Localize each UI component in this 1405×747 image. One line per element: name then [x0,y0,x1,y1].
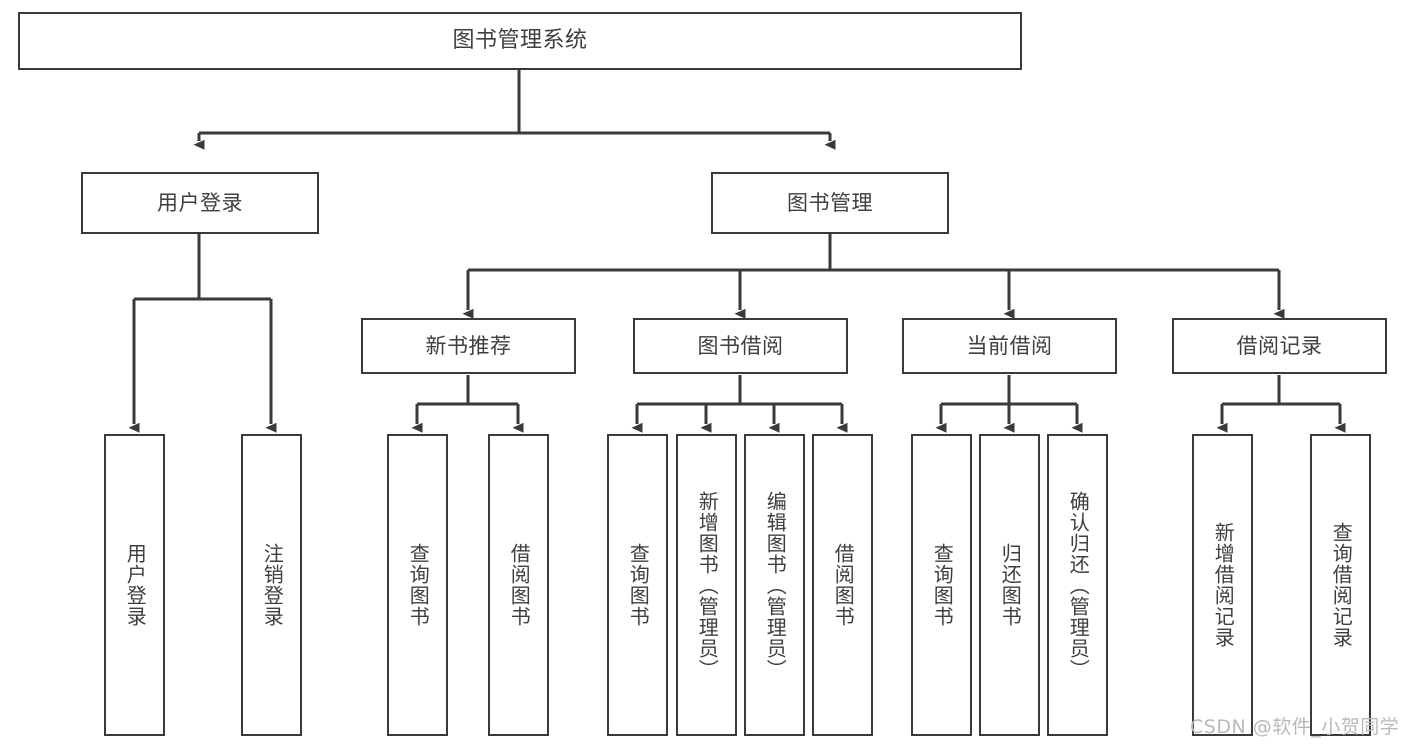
node-leaf-user-login-label: 用户登录 [123,543,148,627]
node-leaf-user-login[interactable]: 用户登录 [104,434,165,736]
node-leaf-query-record[interactable]: 查询借阅记录 [1310,434,1371,736]
node-leaf-query-book-1[interactable]: 查询图书 [387,434,448,736]
watermark: CSDN @软件_小贺同学 [1190,716,1400,738]
node-leaf-confirm-return[interactable]: 确认归还（管理员） [1047,434,1108,736]
node-leaf-query-book-1-label: 查询图书 [406,543,431,627]
node-new-book-rec[interactable]: 新书推荐 [361,318,576,374]
node-borrow-record-label: 借阅记录 [1236,333,1323,358]
node-leaf-user-logout[interactable]: 注销登录 [241,434,302,736]
node-leaf-edit-book-label: 编辑图书（管理员） [763,490,788,680]
node-user-login[interactable]: 用户登录 [81,172,319,234]
node-leaf-borrow-book-1-label: 借阅图书 [507,543,532,627]
node-leaf-user-logout-label: 注销登录 [260,543,285,627]
node-book-borrow-label: 图书借阅 [697,333,784,358]
node-leaf-edit-book[interactable]: 编辑图书（管理员） [744,434,805,736]
node-current-borrow[interactable]: 当前借阅 [902,318,1117,374]
node-user-login-label: 用户登录 [157,190,243,215]
node-leaf-query-book-3[interactable]: 查询图书 [911,434,972,736]
node-leaf-borrow-book-2-label: 借阅图书 [831,543,856,627]
node-root-label: 图书管理系统 [452,28,588,54]
node-book-mgmt[interactable]: 图书管理 [711,172,949,234]
node-leaf-return-book[interactable]: 归还图书 [979,434,1040,736]
node-borrow-record[interactable]: 借阅记录 [1172,318,1387,374]
node-leaf-add-record[interactable]: 新增借阅记录 [1192,434,1253,736]
node-leaf-add-book-label: 新增图书（管理员） [695,490,720,680]
node-leaf-borrow-book-2[interactable]: 借阅图书 [812,434,873,736]
node-book-mgmt-label: 图书管理 [787,190,873,215]
node-leaf-add-book[interactable]: 新增图书（管理员） [676,434,737,736]
node-leaf-query-record-label: 查询借阅记录 [1329,522,1354,648]
node-leaf-add-record-label: 新增借阅记录 [1211,522,1236,648]
node-book-borrow[interactable]: 图书借阅 [633,318,848,374]
node-leaf-query-book-2-label: 查询图书 [626,543,651,627]
node-current-borrow-label: 当前借阅 [966,333,1053,358]
node-new-book-rec-label: 新书推荐 [425,333,512,358]
node-leaf-borrow-book-1[interactable]: 借阅图书 [488,434,549,736]
node-leaf-query-book-3-label: 查询图书 [930,543,955,627]
node-leaf-return-book-label: 归还图书 [998,543,1023,627]
node-leaf-confirm-return-label: 确认归还（管理员） [1066,490,1091,680]
node-leaf-query-book-2[interactable]: 查询图书 [607,434,668,736]
node-root[interactable]: 图书管理系统 [18,12,1022,70]
